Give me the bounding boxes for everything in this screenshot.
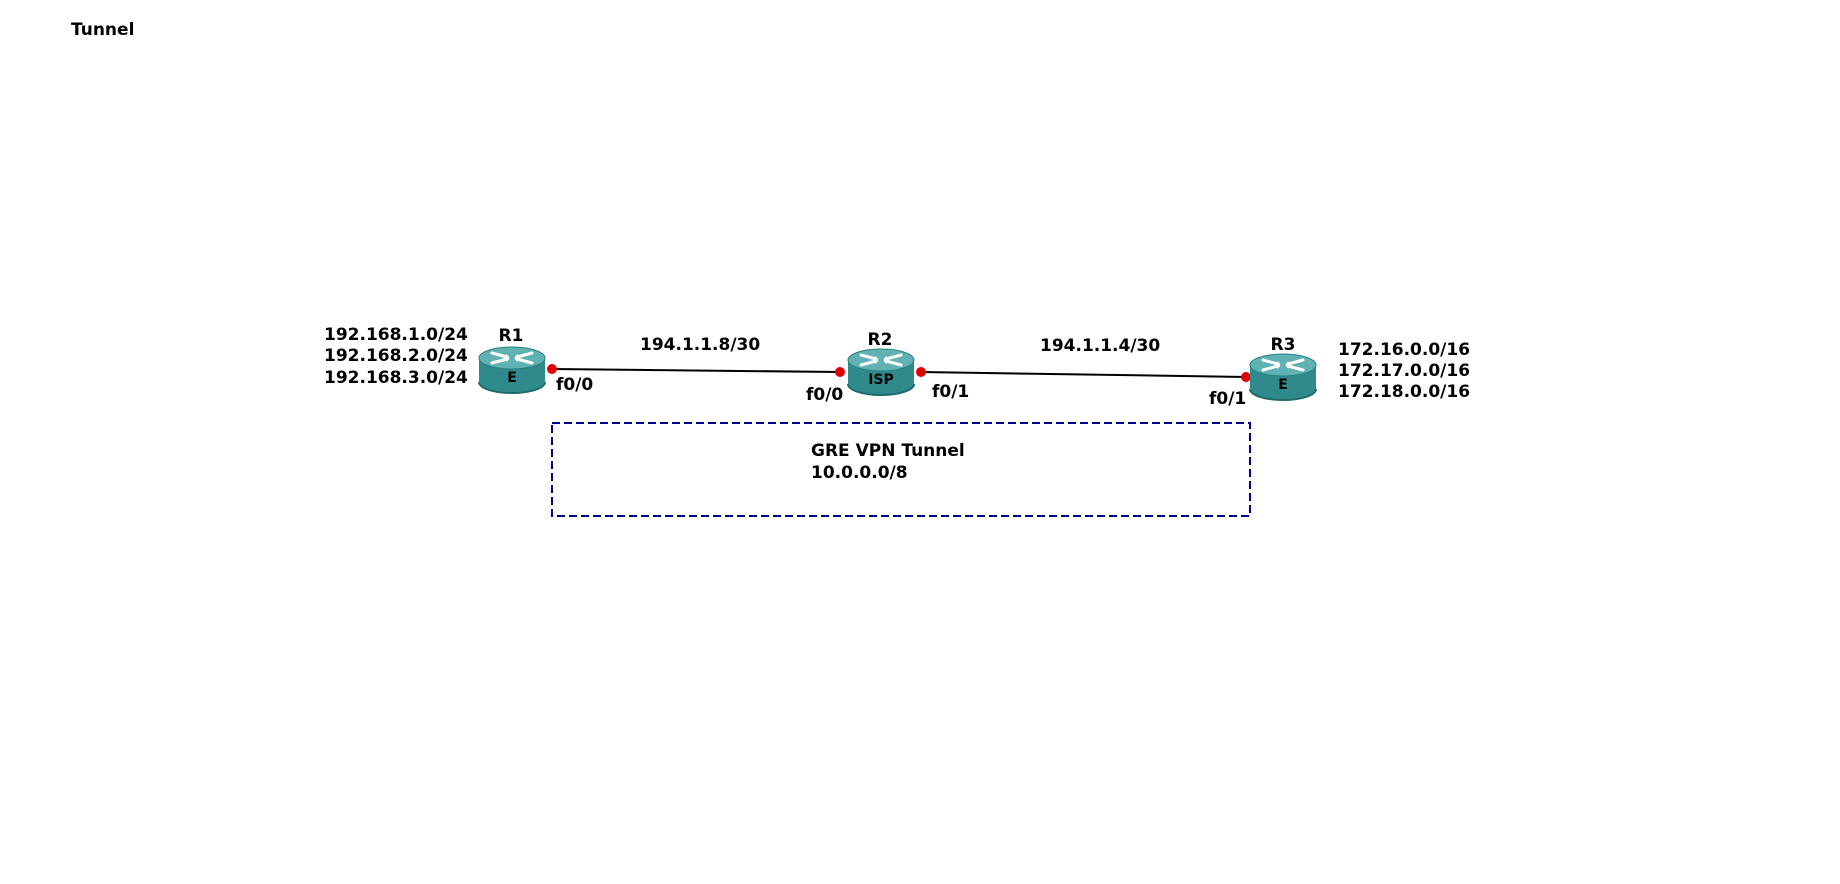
r2-name-label: R2 [868, 330, 893, 350]
r2-port-b-label: f0/1 [932, 382, 969, 402]
router-icon [478, 346, 546, 394]
port-dot-r1-f0-0 [547, 364, 557, 374]
r3-network-2: 172.17.0.0/16 [1338, 361, 1470, 381]
r1-network-2: 192.168.2.0/24 [324, 346, 468, 366]
r1-network-3: 192.168.3.0/24 [324, 368, 468, 388]
gre-tunnel-box[interactable] [551, 422, 1251, 517]
r3-name-label: R3 [1271, 335, 1296, 355]
r3-network-3: 172.18.0.0/16 [1338, 382, 1470, 402]
tunnel-subnet-label: 10.0.0.0/8 [811, 463, 908, 483]
r2-badge: ISP [868, 372, 894, 388]
router-icon [847, 348, 915, 396]
r1-port-label: f0/0 [556, 375, 593, 395]
r2-port-a-label: f0/0 [806, 385, 843, 405]
router-r3[interactable]: E [1249, 353, 1317, 401]
port-dot-r3-f0-1 [1241, 372, 1251, 382]
r1-badge: E [507, 370, 517, 386]
diagram-title: Tunnel [71, 20, 134, 40]
r3-badge: E [1278, 377, 1288, 393]
link-r1-r2[interactable] [551, 368, 841, 373]
router-r1[interactable]: E [478, 346, 546, 394]
r1-name-label: R1 [499, 326, 524, 346]
tunnel-title-label: GRE VPN Tunnel [811, 441, 965, 461]
port-dot-r2-f0-0 [835, 367, 845, 377]
r3-network-1: 172.16.0.0/16 [1338, 340, 1470, 360]
link-r1-r2-subnet-label: 194.1.1.8/30 [640, 335, 760, 355]
router-r2[interactable]: ISP [847, 348, 915, 396]
router-icon [1249, 353, 1317, 401]
link-r2-r3-subnet-label: 194.1.1.4/30 [1040, 336, 1160, 356]
link-r2-r3[interactable] [920, 371, 1247, 378]
r3-port-label: f0/1 [1209, 389, 1246, 409]
port-dot-r2-f0-1 [916, 367, 926, 377]
r1-network-1: 192.168.1.0/24 [324, 325, 468, 345]
